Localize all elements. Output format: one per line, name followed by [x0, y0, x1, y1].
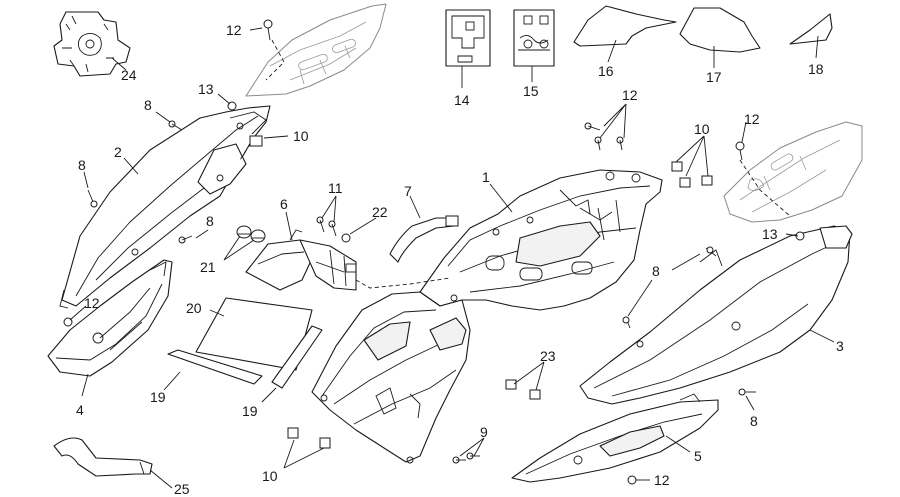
callout-10: 10: [262, 468, 278, 484]
callout-8: 8: [652, 263, 660, 279]
part-7-strap: [389, 215, 459, 263]
callout-22: 22: [372, 204, 388, 220]
callout-8: 8: [78, 157, 86, 173]
callout-2: 2: [114, 144, 122, 160]
callout-23: 23: [540, 348, 556, 364]
part-4-lower-left-panel: [47, 259, 173, 377]
callout-4: 4: [76, 402, 84, 418]
part-17-decal: [679, 7, 761, 53]
upper-tail-cover-top: [245, 3, 387, 97]
callout-13: 13: [198, 81, 214, 97]
callout-9: 9: [480, 424, 488, 440]
callout-labels: 24 12 13 8 10 2 8 14 15 16 17 18 12 10 1…: [76, 22, 844, 497]
callout-12: 12: [84, 295, 100, 311]
leader-lines: [69, 27, 835, 489]
callout-11: 11: [328, 180, 343, 196]
callout-8: 8: [750, 413, 758, 429]
callout-21: 21: [200, 259, 216, 275]
callout-12: 12: [622, 87, 638, 103]
part-18-decal: [789, 13, 833, 45]
callout-1: 1: [482, 169, 490, 185]
callout-17: 17: [706, 69, 722, 85]
part-21-rubber-plugs: [236, 225, 266, 243]
callout-10: 10: [694, 121, 710, 137]
callout-19: 19: [150, 389, 166, 405]
callout-18: 18: [808, 61, 824, 77]
callout-20: 20: [186, 300, 202, 316]
callout-15: 15: [523, 83, 539, 99]
callout-12: 12: [744, 111, 760, 127]
part-1-rear-undertray: [419, 169, 663, 311]
callout-14: 14: [454, 92, 470, 108]
assembly-dashed-lines: [239, 39, 791, 289]
hardware-fasteners: [63, 19, 805, 485]
part-20-mat: [195, 297, 313, 371]
part-19-strip-b: [271, 325, 323, 389]
part-16-decal: [573, 5, 677, 47]
part-14-label-plate: [445, 9, 491, 67]
part-25-hook: [53, 437, 153, 477]
callout-12: 12: [226, 22, 242, 38]
callout-7: 7: [404, 183, 412, 199]
part-2-left-side-fairing: [59, 105, 271, 309]
callout-8: 8: [144, 97, 152, 113]
part-24-bracket-plate: [53, 11, 131, 77]
callout-6: 6: [280, 196, 288, 212]
callout-24: 24: [121, 67, 137, 83]
part-6-compartment: [245, 229, 357, 291]
upper-tail-cover-right: [723, 121, 863, 223]
callout-8: 8: [206, 213, 214, 229]
part-5-lower-right-panel: [511, 393, 719, 483]
callout-25: 25: [174, 481, 190, 497]
part-3-right-side-fairing: [579, 225, 853, 405]
callout-13: 13: [762, 226, 778, 242]
callout-12: 12: [654, 472, 670, 488]
callout-16: 16: [598, 63, 614, 79]
part-19-strip-a: [167, 349, 263, 385]
callout-19: 19: [242, 403, 258, 419]
callout-10: 10: [293, 128, 309, 144]
callout-3: 3: [836, 338, 844, 354]
part-1-lower-mudguard: [311, 291, 471, 464]
part-15-label-plate: [513, 9, 555, 67]
callout-5: 5: [694, 448, 702, 464]
